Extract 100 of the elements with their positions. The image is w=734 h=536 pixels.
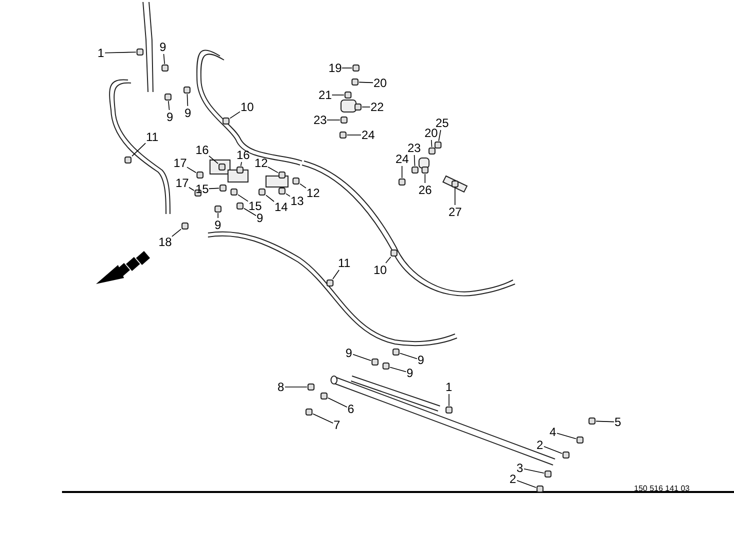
callout-number: 20 <box>424 126 438 140</box>
fitting-drawing <box>220 184 226 192</box>
leader-line <box>448 394 450 406</box>
fitting-drawing <box>136 48 144 56</box>
leader-line <box>186 166 196 173</box>
leader-line <box>132 142 146 157</box>
callout-number: 16 <box>196 144 209 156</box>
fitting-drawing <box>340 132 346 138</box>
callout-number: 2 <box>510 472 516 486</box>
callout-number: 15 <box>248 200 262 212</box>
fitting-drawing <box>214 206 222 212</box>
fitting-drawing <box>326 280 334 286</box>
fitting-drawing <box>428 148 436 154</box>
leader-line <box>230 111 240 119</box>
callout-number: 15 <box>196 182 209 196</box>
leader-line <box>438 130 442 142</box>
leader-line <box>332 270 340 280</box>
leader-line <box>163 54 165 64</box>
fitting-drawing <box>422 166 428 174</box>
fitting-drawing <box>292 178 300 184</box>
fitting-drawing <box>258 188 266 196</box>
leader-line <box>385 256 392 264</box>
callout-number: 23 <box>314 114 327 126</box>
fitting-drawing <box>412 166 418 174</box>
fitting-drawing <box>392 348 400 356</box>
callout-number: 3 <box>516 462 524 474</box>
callout-number: 13 <box>290 194 304 208</box>
callout-number: 22 <box>370 100 384 114</box>
leader-line <box>284 386 308 388</box>
leader-line <box>358 82 374 84</box>
callout-number: 1 <box>98 46 104 60</box>
callout-number: 9 <box>184 106 192 120</box>
callout-number: 12 <box>306 186 320 200</box>
fitting-drawing <box>372 358 378 366</box>
leader-line <box>186 94 188 106</box>
fitting-drawing <box>306 408 312 416</box>
leader-line <box>208 156 218 164</box>
fitting-drawing <box>230 188 238 196</box>
fitting-drawing <box>184 86 190 94</box>
leader-line <box>104 52 136 54</box>
leader-line <box>362 106 370 108</box>
callout-number: 9 <box>418 354 424 366</box>
callout-number: 9 <box>346 346 352 360</box>
fitting-drawing <box>278 172 286 178</box>
leader-line <box>240 162 242 166</box>
fitting-drawing <box>162 64 168 72</box>
callout-number: 9 <box>160 40 166 54</box>
leader-line <box>424 174 426 184</box>
leader-line <box>390 366 406 372</box>
callout-number: 14 <box>274 200 288 214</box>
leader-line <box>544 446 562 454</box>
leader-line <box>312 414 334 424</box>
fitting-drawing <box>452 180 458 188</box>
fitting-drawing <box>308 384 314 390</box>
leader-line <box>454 188 456 206</box>
callout-number: 24 <box>362 128 375 142</box>
callout-number: 11 <box>146 130 158 144</box>
callout-number: 11 <box>338 256 350 270</box>
callout-number: 24 <box>396 152 409 166</box>
leader-line <box>244 208 256 216</box>
leader-line <box>352 354 372 361</box>
fitting-drawing <box>320 392 328 400</box>
leader-line <box>188 187 194 191</box>
leader-line <box>596 420 614 422</box>
callout-number: 27 <box>448 206 462 218</box>
callout-number: 16 <box>236 148 250 162</box>
callout-number: 26 <box>418 184 432 196</box>
leader-line <box>168 100 170 110</box>
callout-number: 12 <box>254 156 268 170</box>
callout-number: 4 <box>550 426 556 438</box>
leader-line <box>414 154 416 166</box>
callout-number: 21 <box>318 88 332 102</box>
leader-line <box>172 228 182 237</box>
leader-line <box>238 194 248 202</box>
callout-number: 9 <box>256 212 264 224</box>
callout-number: 25 <box>436 116 449 130</box>
leader-line <box>328 398 348 408</box>
leader-line <box>266 194 274 202</box>
callout-number: 19 <box>328 62 342 74</box>
leader-line <box>400 352 418 360</box>
callout-number: 9 <box>166 110 174 124</box>
leader-line <box>524 468 544 474</box>
fitting-drawing <box>354 104 362 110</box>
fitting-drawing <box>398 178 406 186</box>
callout-number: 9 <box>214 218 222 232</box>
fitting-drawing <box>434 142 442 148</box>
fitting-drawing <box>536 486 544 492</box>
callout-number: 17 <box>174 156 187 170</box>
fitting-drawing <box>562 452 570 458</box>
fitting-drawing <box>340 116 348 124</box>
leader-line <box>431 140 432 148</box>
callout-number: 17 <box>176 176 189 190</box>
leader-line <box>286 193 290 197</box>
fitting-drawing <box>182 222 188 230</box>
fitting-drawing <box>588 418 596 424</box>
leader-line <box>516 480 536 488</box>
fitting-drawing <box>544 470 552 478</box>
callout-number: 10 <box>240 100 254 114</box>
leader-line <box>346 134 362 136</box>
callout-number: 18 <box>158 236 172 248</box>
